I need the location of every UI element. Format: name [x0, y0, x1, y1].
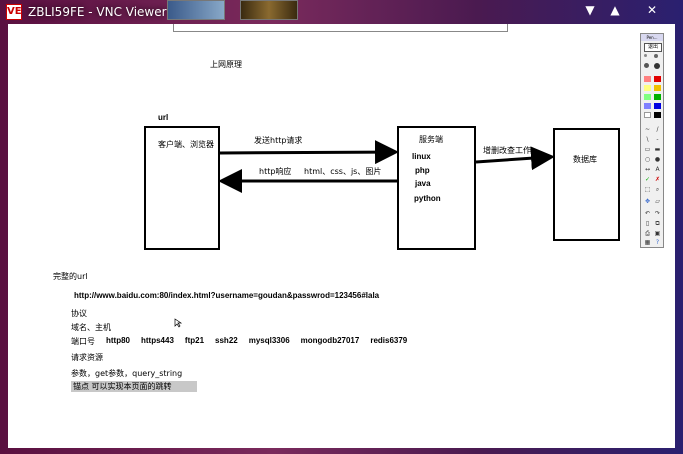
filled-ellipse-icon[interactable]: ● [654, 156, 661, 163]
taskbar-thumbnail [167, 0, 225, 20]
port-item: ftp21 [184, 336, 205, 345]
response-types: html、css、js、图片 [304, 167, 382, 176]
pencil-icon[interactable]: / [656, 126, 659, 133]
pen-toolbox[interactable]: Pen... 退出 ~ / \ - ▭ ▬ ○ ● ↔ A ✓ ✗ ⬚ ⌕ ✥ … [640, 33, 664, 248]
full-url-title: 完整的url [53, 272, 88, 281]
port-item: https443 [141, 336, 174, 345]
redo-icon[interactable]: ↷ [654, 210, 661, 217]
color-light-red[interactable] [644, 76, 651, 82]
grid-icon[interactable]: ▦ [644, 239, 651, 246]
cross-icon[interactable]: ✗ [654, 176, 661, 183]
color-yellow[interactable] [654, 85, 661, 91]
undo-icon[interactable]: ↶ [644, 210, 651, 217]
minimize-button[interactable]: ▼ [585, 3, 595, 17]
arrow-icon[interactable]: ↔ [644, 166, 651, 173]
server-label: 服务端 [419, 135, 443, 144]
db-arrow [475, 146, 555, 171]
divider [173, 24, 508, 32]
port-item: mongodb27017 [300, 336, 360, 345]
server-lang: java [415, 179, 431, 188]
text-icon[interactable]: A [655, 166, 660, 173]
zoom-icon[interactable]: ⌕ [655, 186, 660, 193]
line-icon[interactable]: \ [646, 136, 649, 143]
flow-arrows [218, 140, 555, 193]
server-lang: linux [412, 152, 431, 161]
maximize-button[interactable]: ▲ [610, 3, 620, 17]
color-light-yellow[interactable] [644, 85, 651, 91]
port-item: mysql3306 [248, 336, 290, 345]
port-item: ssh22 [215, 336, 238, 345]
params-label: 参数，get参数，query_string [71, 369, 183, 378]
request-resource-label: 请求资源 [71, 353, 103, 362]
color-blue[interactable] [654, 103, 661, 109]
eraser-icon[interactable]: ▱ [655, 198, 660, 205]
dash-icon[interactable]: - [656, 136, 659, 143]
color-green[interactable] [654, 94, 661, 100]
server-lang: python [414, 194, 441, 203]
save-icon[interactable]: ▣ [654, 230, 661, 237]
print-icon[interactable]: ⎙ [645, 230, 650, 237]
ellipse-icon[interactable]: ○ [644, 156, 651, 163]
toolbox-title: Pen... [641, 34, 663, 41]
color-white[interactable] [644, 112, 651, 118]
remote-desktop-canvas[interactable]: 上网原理 url 客户端、浏览器 服务端 linux php java pyth… [8, 24, 675, 448]
db-edge-label: 增删改查工作 [483, 146, 531, 155]
port-item: redis6379 [370, 336, 408, 345]
mouse-cursor-icon [174, 318, 182, 328]
color-black[interactable] [654, 112, 661, 118]
check-icon[interactable]: ✓ [644, 176, 651, 183]
new-page-icon[interactable]: ▯ [645, 220, 650, 227]
close-button[interactable]: ✕ [646, 3, 658, 17]
freehand-icon[interactable]: ~ [644, 126, 651, 133]
pen-size-medium[interactable] [654, 54, 658, 58]
domain-label: 域名、主机 [71, 323, 111, 332]
color-red[interactable] [654, 76, 661, 82]
client-label: 客户端、浏览器 [158, 140, 214, 149]
rectangle-icon[interactable]: ▭ [644, 146, 651, 153]
anchor-label[interactable]: 锚点 可以实现本页面的跳转 [71, 381, 197, 392]
filled-rectangle-icon[interactable]: ▬ [654, 146, 661, 153]
pen-size-large[interactable] [644, 63, 649, 68]
copy-icon[interactable]: ⧉ [655, 220, 660, 227]
help-icon[interactable]: ? [655, 239, 660, 246]
vnc-app-icon[interactable]: VE [6, 4, 22, 20]
slide-heading: 上网原理 [210, 60, 242, 69]
pen-size-small[interactable] [644, 54, 647, 57]
ports-row: 端口号 http80 https443 ftp21 ssh22 mysql330… [71, 336, 407, 347]
server-box [397, 126, 476, 250]
color-light-green[interactable] [644, 94, 651, 100]
color-light-blue[interactable] [644, 103, 651, 109]
database-label: 数据库 [573, 155, 597, 164]
server-lang: php [415, 166, 430, 175]
example-url: http://www.baidu.com:80/index.html?usern… [74, 291, 380, 300]
move-icon[interactable]: ✥ [644, 198, 651, 205]
select-icon[interactable]: ⬚ [644, 186, 651, 193]
protocol-label: 协议 [71, 309, 87, 318]
port-item: http80 [106, 336, 130, 345]
window-title: ZBLI59FE - VNC Viewer [28, 5, 167, 19]
request-arrow [219, 140, 399, 165]
pen-size-xlarge[interactable] [654, 63, 660, 69]
database-box [553, 128, 620, 241]
title-bar[interactable]: VE ZBLI59FE - VNC Viewer ▼ ▲ ✕ [0, 0, 683, 24]
request-label: 发送http请求 [254, 136, 303, 145]
ports-label: 端口号 [71, 337, 95, 346]
url-label: url [158, 113, 169, 122]
toolbox-exit-button[interactable]: 退出 [644, 43, 662, 52]
taskbar-thumbnail [240, 0, 298, 20]
response-label: http响应 [259, 167, 292, 176]
